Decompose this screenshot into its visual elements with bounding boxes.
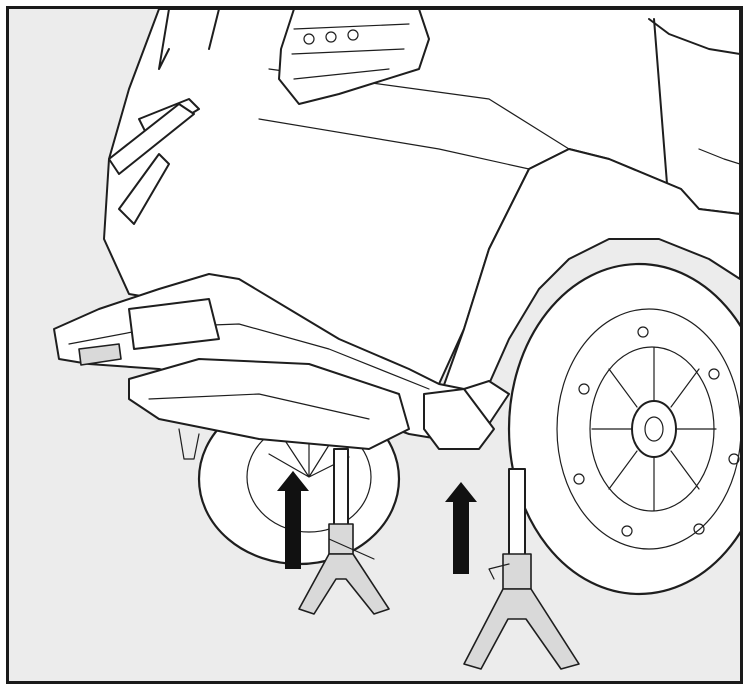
tail-light xyxy=(278,9,430,105)
up-arrow-left xyxy=(277,471,309,569)
rear-bumper xyxy=(53,273,510,460)
jack-stand-left xyxy=(298,448,390,615)
jack-stand-right xyxy=(463,468,580,670)
up-arrow-right xyxy=(445,482,477,574)
illustration-frame xyxy=(6,6,743,684)
lug-nuts xyxy=(573,326,740,537)
rear-wheel xyxy=(507,262,740,596)
vehicle-lift-illustration xyxy=(53,9,740,670)
